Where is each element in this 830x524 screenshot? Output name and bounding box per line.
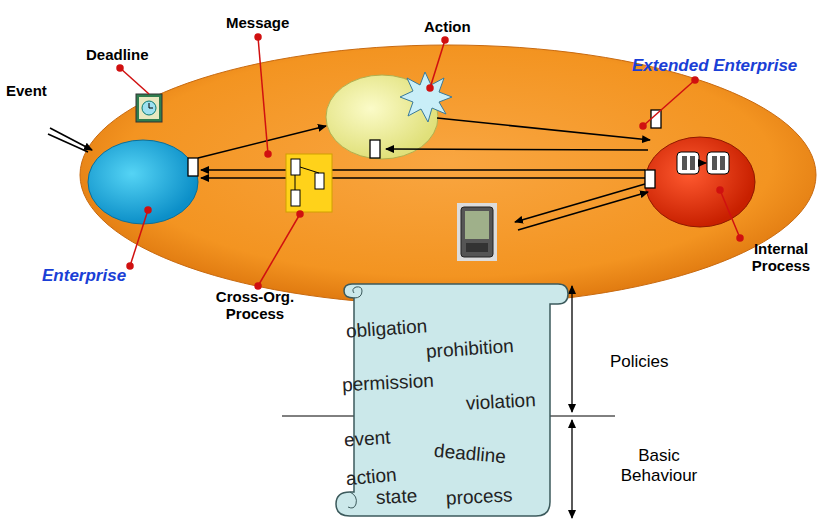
event-label: Event — [6, 82, 47, 99]
callout-label: Cross-Org. Process — [200, 288, 310, 323]
scroll-term: process — [445, 484, 513, 509]
region-label: Enterprise — [42, 266, 126, 286]
callout-label: Internal Process — [738, 240, 824, 275]
action-label: Action — [424, 18, 471, 35]
scroll-node: obligationprohibitionpermissionviolation… — [334, 278, 570, 520]
region-label: Extended Enterprise — [632, 56, 797, 76]
deadline-label: Deadline — [86, 46, 149, 63]
scroll-term: violation — [465, 389, 536, 415]
scroll-term: event — [343, 426, 391, 451]
layer-label: Policies — [610, 352, 669, 372]
scroll-term: state — [375, 485, 417, 509]
layer-label: Basic Behaviour — [614, 446, 704, 485]
message-label: Message — [226, 14, 289, 31]
